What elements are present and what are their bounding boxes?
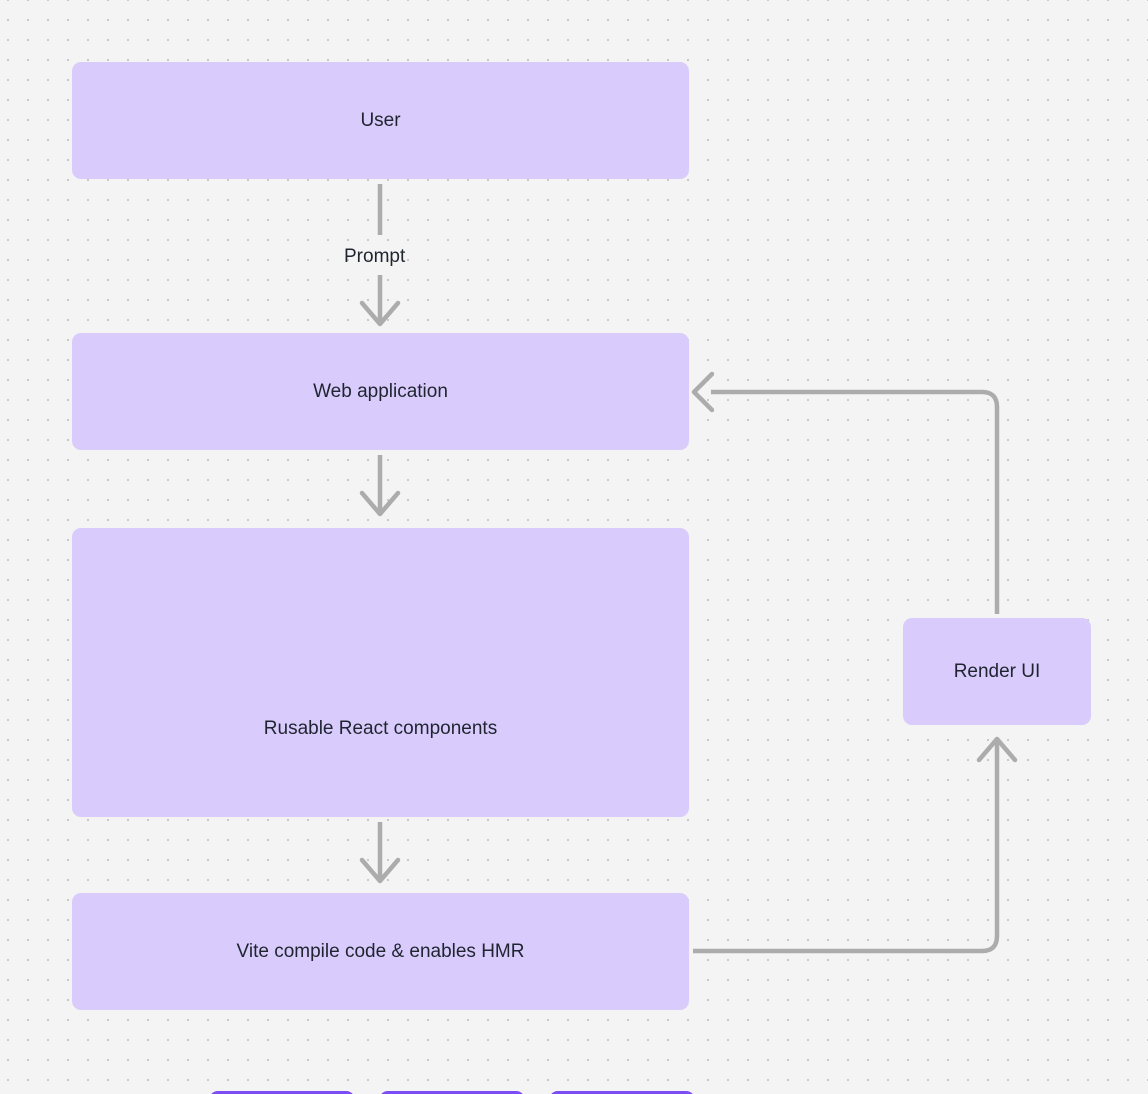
- node-vite[interactable]: Vite compile code & enables HMR: [72, 893, 689, 1010]
- group-inner: HTML = structure CSS = Styles & Layouts …: [72, 528, 695, 1094]
- node-react-components-group[interactable]: HTML = structure CSS = Styles & Layouts …: [72, 528, 695, 1094]
- arrowhead-down-vite: [359, 857, 401, 884]
- node-react-components-caption: Rusable React components: [263, 718, 498, 739]
- node-render-ui-label: Render UI: [953, 660, 1041, 682]
- node-web-application[interactable]: Web application: [72, 333, 689, 450]
- edge-render-to-webapp: [711, 389, 1000, 614]
- arrowhead-left-webapp: [691, 371, 715, 413]
- edge-label-prompt: Prompt: [344, 246, 406, 267]
- arrowhead-down-prompt: [359, 300, 401, 327]
- arrowhead-down-group: [359, 490, 401, 517]
- edge-vite-to-render: [693, 742, 1000, 954]
- node-user[interactable]: User: [72, 62, 689, 179]
- arrowhead-up-render: [976, 736, 1018, 763]
- node-vite-label: Vite compile code & enables HMR: [236, 940, 525, 962]
- node-html[interactable]: HTML = structure: [209, 1091, 355, 1094]
- node-javascript[interactable]: Javascript = Interactivity: [549, 1091, 695, 1094]
- node-css[interactable]: CSS = Styles & Layouts: [379, 1091, 525, 1094]
- node-web-application-label: Web application: [313, 380, 448, 402]
- node-user-label: User: [360, 109, 401, 131]
- node-render-ui[interactable]: Render UI: [903, 618, 1091, 725]
